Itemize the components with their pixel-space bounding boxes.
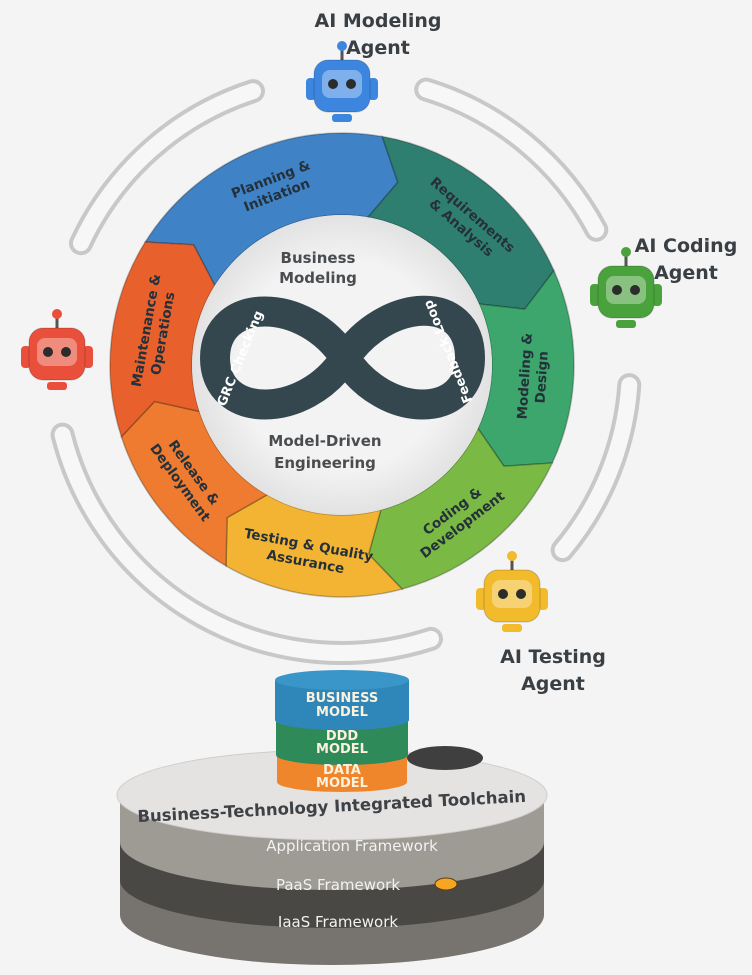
- iaas-framework-label: IaaS Framework: [278, 913, 398, 931]
- outer-arcs: [50, 77, 642, 665]
- application-framework-label: Application Framework: [266, 837, 438, 855]
- data-model-cylinder: [277, 755, 407, 792]
- ai-modeling-agent-label-2: Agent: [346, 37, 410, 59]
- ai-testing-agent-label-2: Agent: [521, 673, 585, 695]
- business-model-label-2: MODEL: [316, 705, 368, 720]
- disk-slot: [407, 746, 483, 770]
- outer-arc-highlight-3: [54, 426, 439, 661]
- model-driven-label-2: Engineering: [274, 454, 376, 472]
- model-driven-label: Model-Driven: [268, 432, 381, 450]
- business-model-label: BUSINESS: [306, 691, 379, 706]
- red-agent-robot-icon: [21, 309, 93, 390]
- paas-framework-label: PaaS Framework: [276, 876, 400, 894]
- outer-arc-highlight-0: [72, 83, 262, 252]
- ai-coding-agent-label: AI Coding: [635, 235, 738, 257]
- data-model-label: DATA: [323, 763, 361, 778]
- model-stack: BUSINESS MODEL DDD MODEL DATA MODEL: [275, 670, 409, 792]
- segment-label-line: Modeling &: [515, 332, 536, 420]
- ai-testing-agent-label: AI Testing: [500, 646, 606, 668]
- outer-arc-highlight-2: [554, 377, 638, 559]
- status-light-icon: [434, 877, 458, 891]
- ddd-model-label-2: MODEL: [316, 742, 368, 757]
- infinity-loop: [200, 295, 485, 420]
- segment-label-line: Design: [533, 351, 552, 404]
- business-model-cylinder: [275, 680, 409, 730]
- platform-stack: Business-Technology Integrated Toolchain…: [116, 746, 548, 965]
- ddd-model-label: DDD: [326, 729, 359, 744]
- outer-arc-highlight-1: [418, 81, 605, 238]
- segment-label-modeling: Modeling &Design: [515, 332, 552, 420]
- ai-modeling-agent-robot-icon: [306, 41, 378, 122]
- business-modeling-label-2: Modeling: [279, 269, 357, 287]
- ai-coding-agent-robot-icon: [590, 247, 662, 328]
- data-model-label-2: MODEL: [316, 776, 368, 791]
- ddd-model-cylinder: [276, 720, 408, 765]
- ai-modeling-agent-label: AI Modeling: [315, 10, 442, 32]
- ai-coding-agent-label-2: Agent: [654, 262, 718, 284]
- business-modeling-label: Business: [281, 249, 356, 267]
- ai-testing-agent-robot-icon: [476, 551, 548, 632]
